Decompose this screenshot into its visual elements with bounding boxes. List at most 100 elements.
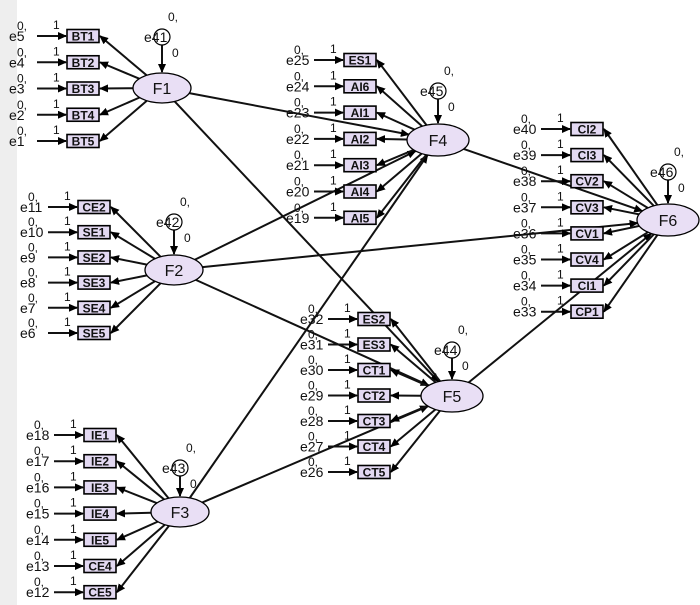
observed-variable-label: IE1 xyxy=(91,429,109,443)
disturbance-circle xyxy=(153,28,171,46)
loading-path xyxy=(603,224,640,236)
variance-label: 0, xyxy=(34,575,44,589)
variance-label: 0, xyxy=(308,430,318,444)
structural-path-f5-f6 xyxy=(467,232,653,384)
observed-variable-box xyxy=(83,480,117,495)
variance-label: 0, xyxy=(521,138,531,152)
loading-path xyxy=(110,231,156,260)
loading-path xyxy=(99,96,140,116)
loading-path xyxy=(603,180,649,209)
observed-variable-box xyxy=(570,278,604,293)
regression-weight-label: 1 xyxy=(70,469,77,483)
loading-path xyxy=(99,100,148,142)
regression-weight-label: 1 xyxy=(557,189,564,203)
regression-weight-label: 1 xyxy=(64,265,71,279)
error-term-label: e35 xyxy=(513,252,537,268)
regression-weight-label: 1 xyxy=(330,200,337,214)
disturbance-label: e46 xyxy=(650,164,674,180)
error-term-label: e27 xyxy=(300,439,324,455)
regression-weight-label: 1 xyxy=(344,301,351,315)
loading-path xyxy=(116,460,165,501)
observed-variable-label: AI2 xyxy=(351,132,370,146)
observed-variable-box xyxy=(570,147,604,163)
error-term-label: e17 xyxy=(26,453,50,469)
loading-path xyxy=(376,154,427,219)
error-term-label: e32 xyxy=(300,311,324,327)
observed-variable-box xyxy=(343,131,377,147)
error-term-label: e12 xyxy=(26,584,50,600)
observed-variable-label: IE5 xyxy=(91,533,109,547)
variance-label: 0, xyxy=(308,353,318,367)
observed-variable-box xyxy=(66,133,100,149)
observed-variable-box xyxy=(357,439,391,454)
variance-label: 0, xyxy=(521,295,531,309)
observed-variable-label: CP1 xyxy=(575,305,599,319)
error-term-label: e10 xyxy=(20,224,44,240)
variance-label: 0, xyxy=(168,10,178,24)
loading-path xyxy=(603,234,659,313)
disturbance-label: e45 xyxy=(420,83,444,99)
observed-variable-box xyxy=(83,584,117,600)
variance-label: 0, xyxy=(34,497,44,511)
error-term-label: e16 xyxy=(26,479,50,495)
observed-variable-label: CT1 xyxy=(363,364,386,378)
residual-weight-label: 0 xyxy=(678,181,685,195)
observed-variable-label: AI3 xyxy=(351,159,370,173)
observed-variable-label: CT5 xyxy=(363,466,386,480)
observed-variable-box xyxy=(77,325,111,341)
variance-label: 0, xyxy=(34,523,44,537)
observed-variable-label: CT4 xyxy=(363,440,386,454)
variance-label: 0, xyxy=(308,404,318,418)
variance-label: 0, xyxy=(28,266,38,280)
observed-variable-box xyxy=(343,52,377,68)
regression-weight-label: 1 xyxy=(344,403,351,417)
error-term-label: e29 xyxy=(300,388,324,404)
observed-variable-box xyxy=(83,558,117,574)
loading-path xyxy=(116,434,170,499)
loading-path xyxy=(110,274,148,285)
latent-variable-ellipse xyxy=(144,254,204,286)
loading-path xyxy=(390,404,428,422)
regression-weight-label: 1 xyxy=(344,352,351,366)
error-term-label: e15 xyxy=(26,506,50,522)
variance-label: 0, xyxy=(34,418,44,432)
observed-variable-box xyxy=(343,210,377,226)
error-term-label: e4 xyxy=(9,54,25,70)
error-term-label: e11 xyxy=(20,199,43,215)
error-term-label: e24 xyxy=(286,78,310,94)
observed-variable-label: ES3 xyxy=(363,338,386,352)
latent-variable-ellipse xyxy=(150,496,210,528)
variance-label: 0, xyxy=(28,316,38,330)
observed-variable-label: CT2 xyxy=(363,389,386,403)
observed-variable-box xyxy=(77,275,111,290)
loading-path xyxy=(116,509,152,518)
error-term-label: e7 xyxy=(20,300,36,316)
disturbance-circle xyxy=(165,213,183,231)
loading-path xyxy=(116,486,158,504)
loading-path xyxy=(376,59,428,126)
observed-variable-box xyxy=(357,413,391,429)
latent-variable-ellipse xyxy=(132,72,192,104)
observed-variable-box xyxy=(66,28,100,44)
regression-weight-label: 1 xyxy=(64,239,71,253)
regression-weight-label: 1 xyxy=(64,290,71,304)
observed-variable-label: CE2 xyxy=(82,201,106,215)
error-term-label: e34 xyxy=(513,278,537,294)
loading-path xyxy=(603,128,659,206)
regression-weight-label: 1 xyxy=(64,315,71,329)
variance-label: 0, xyxy=(294,43,304,57)
latent-variable-label: F5 xyxy=(443,389,462,406)
regression-weight-label: 1 xyxy=(344,429,351,443)
error-term-label: e2 xyxy=(9,107,25,123)
observed-variable-box xyxy=(570,252,604,267)
observed-variable-box xyxy=(570,200,604,215)
regression-weight-label: 1 xyxy=(557,294,564,308)
regression-weight-label: 1 xyxy=(344,454,351,468)
observed-variable-box xyxy=(66,81,100,96)
observed-variable-label: BT1 xyxy=(72,30,95,44)
observed-variable-label: CV4 xyxy=(575,253,599,267)
loading-path xyxy=(390,408,437,448)
error-term-label: e19 xyxy=(286,210,310,226)
variance-label: 0, xyxy=(28,215,38,229)
variance-label: 0, xyxy=(308,328,318,342)
